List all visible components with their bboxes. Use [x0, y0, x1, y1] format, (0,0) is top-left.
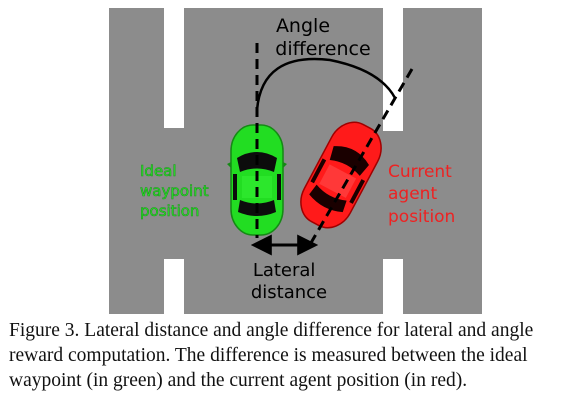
angle-difference-label: Angle difference — [275, 15, 370, 60]
angle-difference-line-2: difference — [275, 38, 370, 60]
lane-marking — [164, 259, 184, 314]
current-agent-car — [300, 121, 382, 229]
ideal-waypoint-line-3: position — [140, 202, 199, 220]
ideal-waypoint-line-2: waypoint — [140, 182, 209, 200]
lateral-distance-label: Lateral distance — [251, 260, 327, 303]
lane-marking — [383, 259, 403, 314]
lateral-distance-line-2: distance — [251, 282, 327, 303]
current-agent-line-1: Current — [388, 162, 452, 182]
agent-heading-line — [306, 68, 414, 249]
figure-caption: Figure 3. Lateral distance and angle dif… — [9, 318, 579, 393]
lateral-distance-line-1: Lateral — [253, 260, 316, 281]
caption-line-1: Figure 3. Lateral distance and angle dif… — [9, 320, 534, 341]
angle-difference-line-1: Angle — [276, 15, 330, 37]
current-agent-line-3: position — [388, 207, 455, 227]
caption-line-2: reward computation. The difference is me… — [9, 345, 528, 366]
lane-marking — [383, 8, 403, 131]
angle-difference-arc — [255, 57, 397, 111]
ideal-waypoint-label: Ideal waypoint position — [140, 162, 213, 220]
current-agent-label: Current agent position — [388, 162, 457, 227]
lane-marking — [164, 8, 184, 128]
current-agent-line-2: agent — [388, 184, 437, 204]
caption-line-3: waypoint (in green) and the current agen… — [9, 370, 468, 391]
ideal-waypoint-line-1: Ideal — [140, 162, 177, 180]
